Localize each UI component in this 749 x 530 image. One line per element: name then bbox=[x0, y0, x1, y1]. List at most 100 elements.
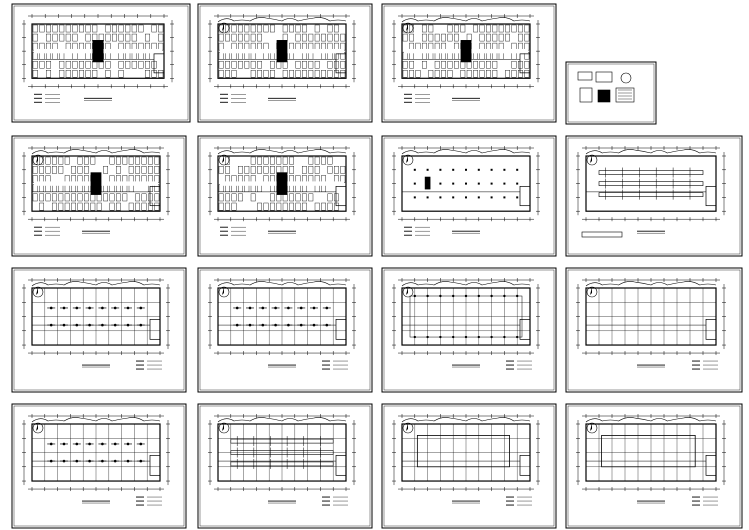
roof-wave-line bbox=[217, 17, 347, 23]
room-cell bbox=[308, 33, 314, 42]
sheet-inner-frame bbox=[13, 137, 185, 255]
drawing-sheet-8[interactable] bbox=[565, 135, 743, 257]
room-cell bbox=[115, 156, 121, 165]
building-outline bbox=[585, 155, 717, 212]
room-cell bbox=[314, 165, 320, 174]
drawing-sheet-4[interactable] bbox=[565, 61, 657, 125]
duct-run bbox=[230, 450, 334, 455]
column-mark bbox=[503, 196, 506, 199]
room-cell bbox=[518, 60, 523, 69]
room-cell bbox=[231, 24, 237, 33]
building-outline bbox=[31, 155, 161, 212]
room-cell bbox=[135, 165, 140, 174]
room-cell bbox=[118, 60, 124, 69]
fixture-dot bbox=[490, 294, 493, 298]
room-cell bbox=[105, 70, 111, 78]
room-cell bbox=[64, 202, 70, 211]
room-cell bbox=[441, 70, 446, 78]
room-cell bbox=[158, 24, 164, 33]
fixture-dot bbox=[75, 442, 79, 446]
room-cell bbox=[270, 24, 275, 33]
drawing-sheet-16[interactable] bbox=[565, 403, 743, 529]
north-arrow-needle bbox=[222, 155, 224, 163]
north-arrow-needle bbox=[222, 287, 224, 295]
column-mark bbox=[439, 182, 442, 185]
sheet-frame bbox=[381, 403, 557, 529]
room-cell bbox=[334, 193, 339, 202]
side-annex bbox=[519, 186, 531, 207]
room-cell bbox=[231, 60, 237, 69]
room-cell bbox=[118, 33, 124, 42]
room-cell bbox=[118, 24, 124, 33]
roof-wave-line bbox=[585, 417, 717, 423]
fixture-dot bbox=[113, 442, 117, 446]
room-cell bbox=[282, 24, 288, 33]
room-cell bbox=[428, 33, 434, 42]
column-mark bbox=[465, 168, 467, 171]
roof-wave-line bbox=[401, 417, 531, 423]
room-cell bbox=[77, 156, 83, 165]
column-mark bbox=[477, 182, 480, 185]
room-cell bbox=[58, 193, 64, 202]
room-cell bbox=[244, 60, 250, 69]
drawing-sheet-5[interactable] bbox=[11, 135, 187, 257]
drawing-sheet-14[interactable] bbox=[197, 403, 373, 529]
room-cell bbox=[276, 156, 282, 165]
room-cell bbox=[45, 156, 51, 165]
sheet-frame bbox=[11, 403, 187, 529]
room-cell bbox=[486, 33, 491, 42]
room-cell bbox=[263, 156, 269, 165]
room-cell bbox=[340, 70, 346, 78]
room-cell bbox=[340, 60, 346, 69]
room-cell bbox=[479, 24, 485, 33]
drawing-sheet-10[interactable] bbox=[197, 267, 373, 393]
sheet-frame bbox=[381, 267, 557, 393]
room-cell bbox=[263, 70, 269, 78]
room-cell bbox=[32, 165, 38, 174]
room-cell bbox=[141, 202, 147, 211]
room-cell bbox=[314, 156, 320, 165]
drawing-sheet-15[interactable] bbox=[381, 403, 557, 529]
room-cell bbox=[59, 33, 65, 42]
column-mark bbox=[426, 196, 429, 199]
room-cell bbox=[144, 70, 150, 78]
fixture-dot bbox=[464, 335, 468, 339]
room-cell bbox=[39, 156, 45, 165]
room-cell bbox=[295, 33, 301, 42]
room-cell bbox=[96, 202, 102, 211]
fixture-dot bbox=[126, 306, 130, 310]
room-cell bbox=[231, 33, 237, 42]
room-cell bbox=[402, 60, 408, 69]
room-cell bbox=[409, 70, 414, 78]
drawing-sheet-2[interactable] bbox=[197, 3, 373, 123]
side-annex bbox=[705, 319, 717, 340]
drawing-sheet-7[interactable] bbox=[381, 135, 557, 257]
room-cell bbox=[83, 193, 89, 202]
column-mark bbox=[477, 168, 480, 171]
duct-run bbox=[598, 192, 704, 197]
drawing-sheet-9[interactable] bbox=[11, 267, 187, 393]
drawing-sheet-13[interactable] bbox=[11, 403, 187, 529]
roof-wave-line bbox=[585, 149, 717, 155]
room-cell bbox=[118, 70, 124, 78]
room-cell bbox=[340, 33, 346, 42]
room-cell bbox=[52, 193, 57, 202]
drawing-sheet-6[interactable] bbox=[197, 135, 373, 257]
fixture-dot bbox=[88, 442, 91, 446]
room-cell bbox=[131, 24, 137, 33]
room-cell bbox=[154, 165, 160, 174]
column-mark bbox=[516, 196, 519, 199]
drawing-sheet-11[interactable] bbox=[381, 267, 557, 393]
drawing-sheet-12[interactable] bbox=[565, 267, 743, 393]
room-cell bbox=[505, 24, 510, 33]
room-cell bbox=[511, 70, 517, 78]
room-cell bbox=[115, 193, 121, 202]
column-mark bbox=[516, 168, 519, 171]
drawing-sheet-1[interactable] bbox=[11, 3, 191, 123]
room-cell bbox=[52, 33, 58, 42]
room-cell bbox=[321, 33, 326, 42]
room-cell bbox=[454, 24, 459, 33]
drawing-sheet-3[interactable] bbox=[381, 3, 557, 123]
room-cell bbox=[144, 33, 150, 42]
room-cell bbox=[308, 193, 314, 202]
